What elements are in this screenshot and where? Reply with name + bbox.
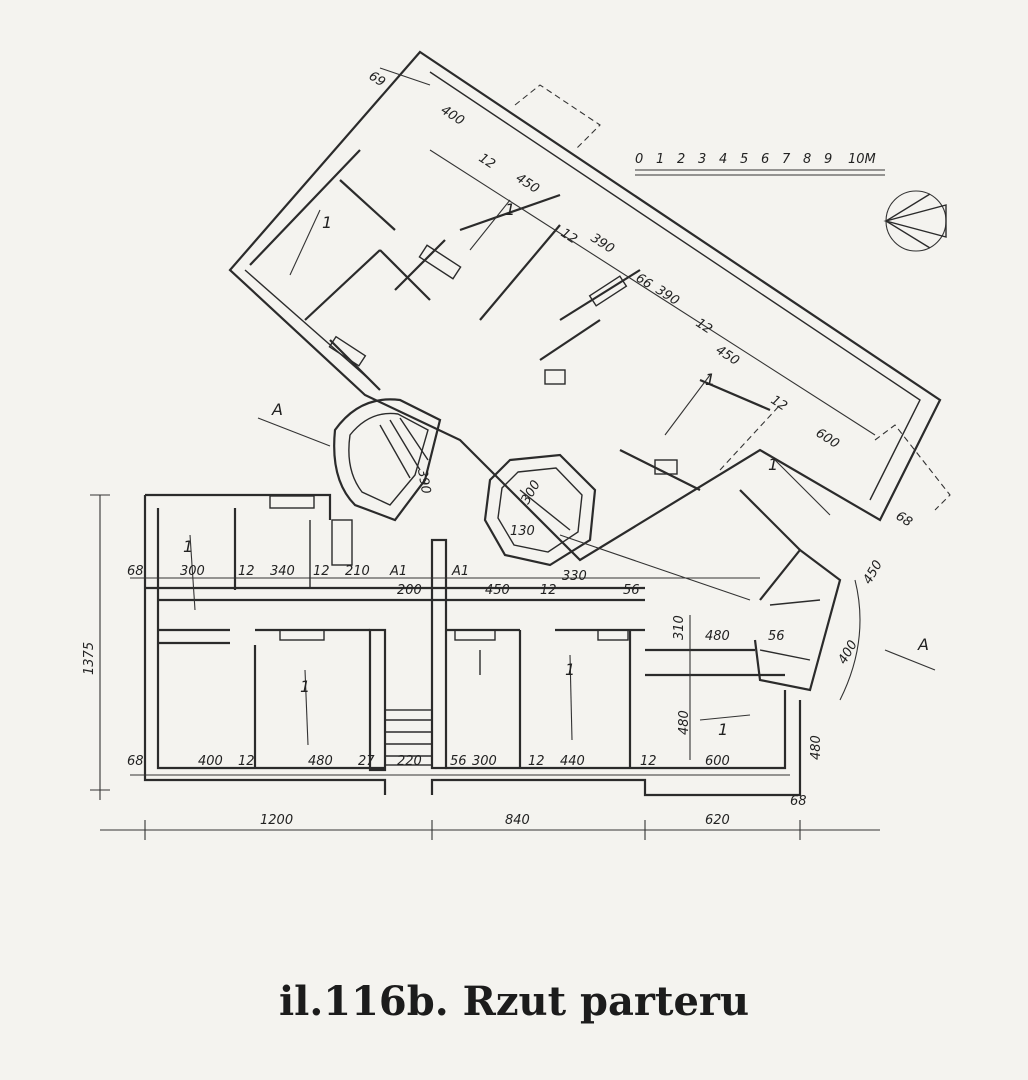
dim-wing-12: 600 bbox=[813, 426, 842, 452]
north-arrow-icon bbox=[883, 190, 947, 252]
scale-tick-3: 3 bbox=[698, 152, 706, 167]
dim-top-1: 68 bbox=[127, 564, 144, 579]
dim-right-6: 480 bbox=[809, 735, 824, 760]
dim-bottom-3: 620 bbox=[705, 813, 730, 828]
dim-bottom-row-7: 56 bbox=[450, 754, 467, 769]
dim-top-7: A1 bbox=[389, 564, 407, 579]
room-number-6: 1 bbox=[505, 200, 515, 219]
dim-bottom-row-6: 220 bbox=[397, 754, 422, 769]
scale-tick-1: 1 bbox=[656, 152, 664, 167]
scale-tick-4: 4 bbox=[719, 152, 727, 167]
dim-stair-1: 390 bbox=[414, 468, 433, 495]
dim-bottom-1: 1200 bbox=[260, 813, 293, 828]
scale-tick-5: 5 bbox=[740, 152, 748, 167]
dim-top-13: 56 bbox=[623, 583, 640, 598]
dim-bottom-row-4: 480 bbox=[308, 754, 333, 769]
room-number-7: 1 bbox=[705, 370, 715, 389]
dim-stair-2: 300 bbox=[518, 478, 543, 507]
dim-wing-8: 390 bbox=[653, 283, 682, 309]
room-numbers: 1 1 1 1 1 1 1 1 bbox=[183, 200, 778, 739]
dimension-lines bbox=[90, 67, 880, 840]
room-number-4: 1 bbox=[718, 720, 728, 739]
dim-bottom-row-8: 300 bbox=[472, 754, 497, 769]
dim-top-8: A1 bbox=[451, 564, 469, 579]
section-marker-right: A bbox=[917, 635, 929, 654]
dim-wing-3: 12 bbox=[476, 151, 498, 173]
dim-wing-9: 12 bbox=[693, 316, 715, 338]
dim-wing-7: 66 bbox=[633, 271, 655, 293]
scale-tick-0: 0 bbox=[635, 152, 643, 167]
scale-tick-6: 6 bbox=[761, 152, 769, 167]
dim-left-total: 1375 bbox=[82, 642, 97, 675]
dim-bottom-row-10: 440 bbox=[560, 754, 585, 769]
room-number-3: 1 bbox=[565, 660, 575, 679]
scale-tick-8: 8 bbox=[803, 152, 811, 167]
dim-top-6: 210 bbox=[345, 564, 370, 579]
dim-bottom-2: 840 bbox=[505, 813, 530, 828]
stair-tower-left bbox=[333, 398, 442, 522]
dim-bottom-row-11: 12 bbox=[640, 754, 657, 769]
dim-right-5: 68 bbox=[790, 794, 807, 809]
scale-tick-2: 2 bbox=[677, 152, 685, 167]
room-number-8: 1 bbox=[768, 455, 778, 474]
dim-right-1: 310 bbox=[672, 615, 687, 640]
room-number-1: 1 bbox=[183, 537, 193, 556]
dim-top-3: 12 bbox=[238, 564, 255, 579]
scale-tick-9: 9 bbox=[824, 152, 832, 167]
lower-block-walls bbox=[143, 493, 802, 797]
room-marks bbox=[189, 199, 831, 746]
stair-tower-right bbox=[483, 453, 751, 601]
dim-stair-3: 130 bbox=[510, 524, 535, 539]
dim-right-4: 480 bbox=[677, 710, 692, 735]
dim-top-4: 340 bbox=[270, 564, 295, 579]
dim-right-2: 480 bbox=[705, 629, 730, 644]
dim-bottom-row-3: 12 bbox=[238, 754, 255, 769]
dim-wing-1: 69 bbox=[366, 69, 388, 91]
dim-top-9: 200 bbox=[397, 583, 422, 598]
room-number-2: 1 bbox=[300, 677, 310, 696]
dim-wing-2: 400 bbox=[438, 103, 467, 129]
dim-right-3: 56 bbox=[768, 629, 785, 644]
upper-wing-walls bbox=[228, 50, 951, 562]
room-number-5: 1 bbox=[322, 213, 332, 232]
dim-bottom-row-12: 600 bbox=[705, 754, 730, 769]
dim-bottom-row-9: 12 bbox=[528, 754, 545, 769]
scale-tick-10: 10M bbox=[848, 152, 876, 167]
section-marker-icon: A A bbox=[257, 400, 936, 671]
dim-wing-6: 390 bbox=[588, 231, 617, 257]
dim-top-2: 300 bbox=[180, 564, 205, 579]
section-marker-left: A bbox=[271, 400, 283, 419]
dim-top-10: 450 bbox=[485, 583, 510, 598]
dim-wing-11: 12 bbox=[768, 393, 790, 415]
dim-bottom-row-1: 68 bbox=[127, 754, 144, 769]
link-rooms bbox=[753, 548, 861, 701]
dim-wing-13: 68 bbox=[893, 509, 915, 531]
dim-wing-14: 450 bbox=[860, 558, 885, 587]
dim-top-5: 12 bbox=[313, 564, 330, 579]
dim-wing-4: 450 bbox=[513, 171, 542, 197]
scale-tick-7: 7 bbox=[782, 152, 791, 167]
figure-caption: il.116b. Rzut parteru bbox=[279, 978, 749, 1025]
dim-bottom-row-5: 27 bbox=[358, 754, 375, 769]
scale-bar: 0 1 2 3 4 5 6 7 8 9 10M bbox=[635, 152, 885, 176]
dim-top-12: 330 bbox=[562, 569, 587, 584]
dim-top-11: 12 bbox=[540, 583, 557, 598]
dim-bottom-row-2: 400 bbox=[198, 754, 223, 769]
